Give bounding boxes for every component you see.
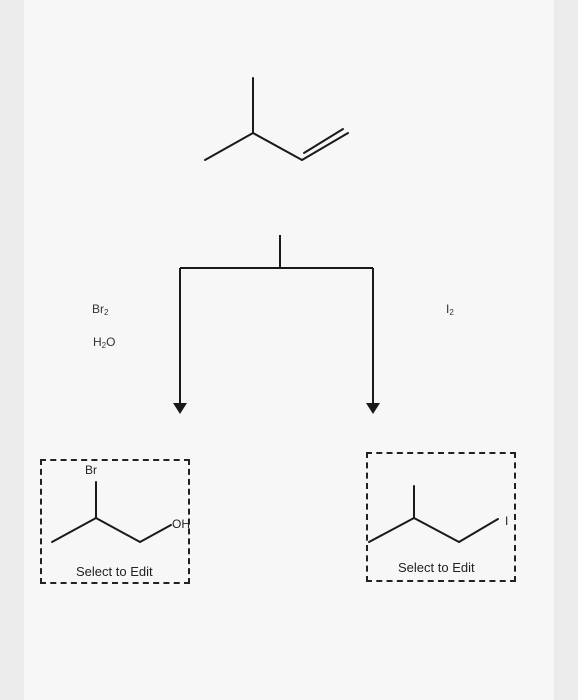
right-product-structure: [368, 485, 499, 543]
reagent-bromine: Br2: [92, 302, 108, 317]
reagent-iodine-symbol: I: [446, 302, 450, 316]
left-select-to-edit[interactable]: Select to Edit: [76, 564, 153, 579]
left-arrowhead: [173, 403, 187, 414]
left-product-answer-box[interactable]: Br OH Select to Edit: [40, 459, 190, 584]
right-arrowhead: [366, 403, 380, 414]
right-select-to-edit[interactable]: Select to Edit: [398, 560, 475, 575]
right-product-answer-box[interactable]: I Select to Edit: [366, 452, 516, 582]
left-product-structure: [51, 481, 172, 543]
right-product-i-label: I: [505, 514, 509, 528]
left-product-br-label: Br: [85, 463, 97, 477]
reagent-water-o: O: [106, 335, 116, 349]
reagent-water-subscript: 2: [101, 341, 107, 350]
reagent-iodine-subscript: 2: [449, 308, 454, 317]
left-product-oh-label: OH: [172, 517, 190, 531]
reagent-iodine: I2: [446, 302, 454, 317]
reagent-water: H2O: [93, 335, 115, 350]
reagent-bromine-subscript: 2: [104, 308, 109, 317]
reagent-bromine-symbol: Br: [92, 302, 104, 316]
reaction-branch-arrow: [179, 235, 374, 404]
starting-material-structure: [204, 77, 349, 161]
reagent-water-h: H: [93, 335, 102, 349]
